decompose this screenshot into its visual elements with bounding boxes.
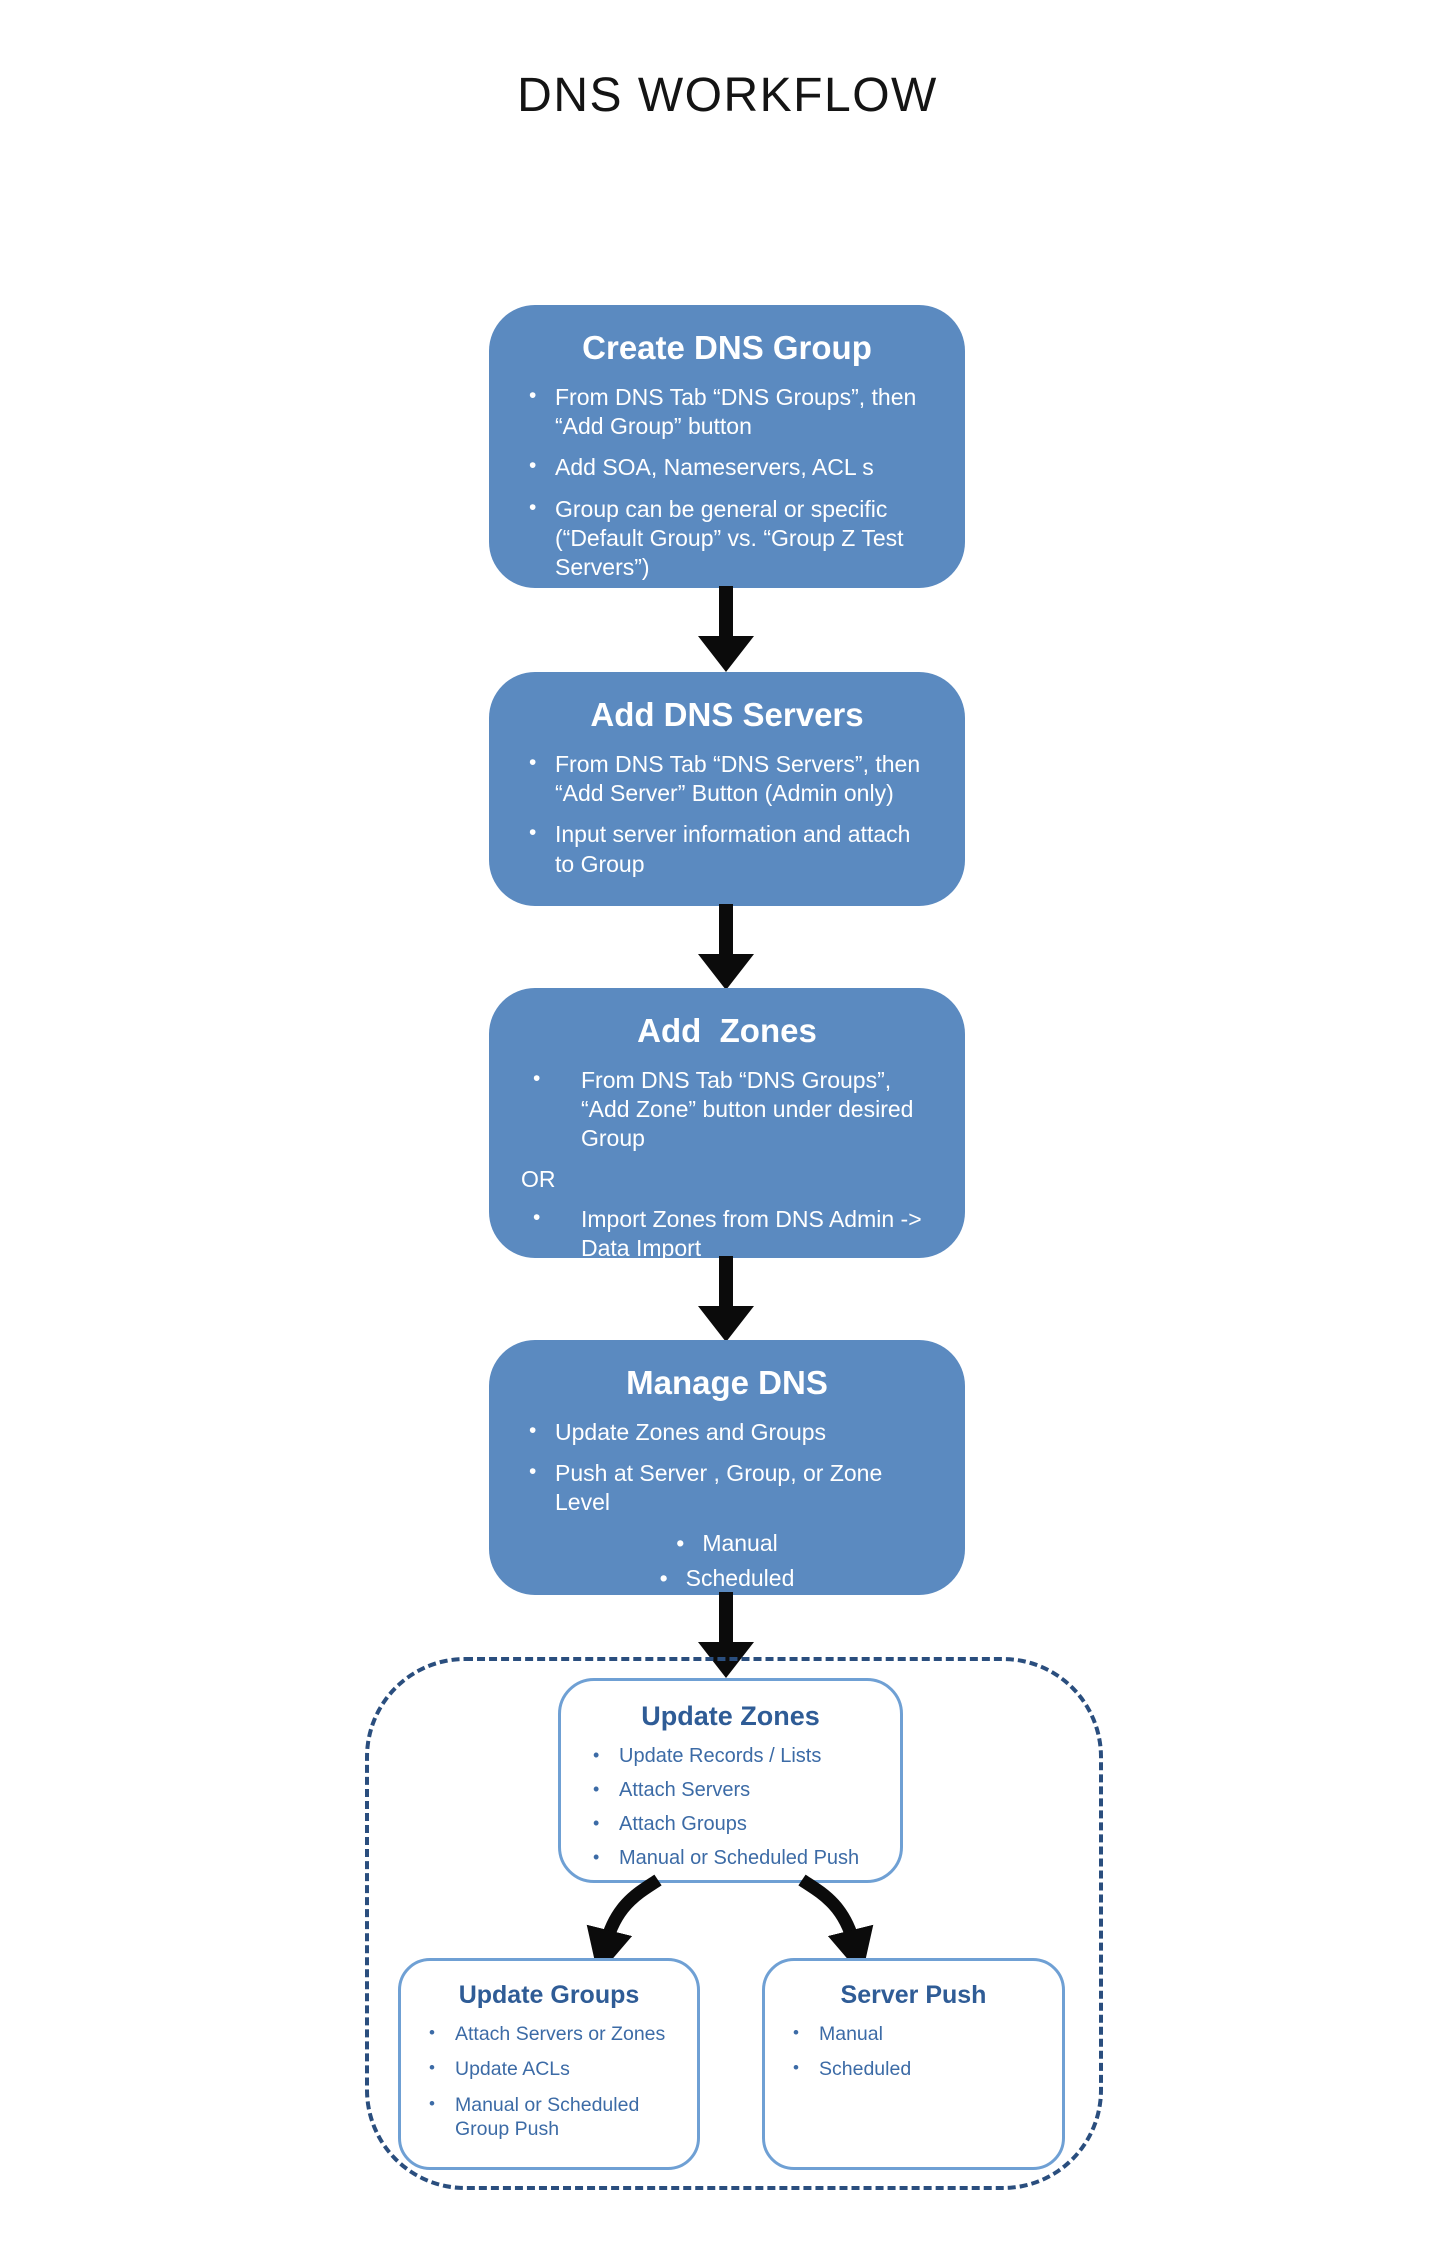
- bullet-dot: •: [676, 1529, 685, 1556]
- bullet-item: Update Zones and Groups: [525, 1418, 929, 1447]
- bullet-item: From DNS Tab “DNS Servers”, then “Add Se…: [525, 750, 929, 808]
- flow-box-title: Create DNS Group: [582, 329, 872, 366]
- bullet-list: From DNS Tab “DNS Servers”, then “Add Se…: [525, 750, 929, 879]
- bullet-item: Input server information and attach to G…: [525, 820, 929, 878]
- bullet-item: Attach Servers: [581, 1778, 880, 1803]
- flow-box-title: Add Zones: [637, 1012, 817, 1049]
- curved-arrow-right: [798, 1874, 874, 1976]
- detail-box-server-push: Server Push Manual Scheduled: [762, 1958, 1065, 2170]
- bullet-list: Manual Scheduled: [783, 2022, 1044, 2082]
- bullet-list: From DNS Tab “DNS Groups”, “Add Zone” bu…: [525, 1066, 929, 1154]
- flow-box-manage-dns: Manage DNS Update Zones and Groups Push …: [489, 1340, 965, 1595]
- sub-bullet-item: Scheduled: [685, 1564, 795, 1591]
- detail-box-title: Update Groups: [458, 1981, 640, 2009]
- flow-box-title: Add DNS Servers: [590, 696, 864, 733]
- bullet-item: Add SOA, Nameservers, ACL s: [525, 453, 929, 482]
- bullet-item: Scheduled: [783, 2057, 1044, 2081]
- bullet-item: Update ACLs: [419, 2057, 679, 2081]
- bullet-list: Attach Servers or Zones Update ACLs Manu…: [419, 2022, 679, 2142]
- flow-box-add-dns-servers: Add DNS Servers From DNS Tab “DNS Server…: [489, 672, 965, 906]
- detail-box-title: Server Push: [840, 1981, 987, 2009]
- down-arrow-icon: [698, 586, 754, 672]
- bullet-list: Update Records / Lists Attach Servers At…: [581, 1744, 880, 1871]
- bullet-item: From DNS Tab “DNS Groups”, “Add Zone” bu…: [525, 1066, 929, 1154]
- bullet-item: From DNS Tab “DNS Groups”, then “Add Gro…: [525, 383, 929, 441]
- detail-box-update-groups: Update Groups Attach Servers or Zones Up…: [398, 1958, 700, 2170]
- or-label: OR: [521, 1165, 556, 1192]
- sub-bullet-item: Manual: [702, 1529, 778, 1556]
- bullet-item: Group can be general or specific (“Defau…: [525, 495, 929, 583]
- flow-box-title: Manage DNS: [626, 1364, 828, 1401]
- bullet-dot: •: [659, 1564, 668, 1591]
- bullet-item: Manual or Scheduled Group Push: [419, 2093, 679, 2142]
- sub-bullet-line: • Manual: [525, 1530, 929, 1557]
- bullet-item: Import Zones from DNS Admin -> Data Impo…: [525, 1205, 929, 1263]
- curved-arrow-left: [586, 1874, 662, 1976]
- detail-box-update-zones: Update Zones Update Records / Lists Atta…: [558, 1678, 903, 1883]
- flow-box-create-dns-group: Create DNS Group From DNS Tab “DNS Group…: [489, 305, 965, 588]
- bullet-item: Update Records / Lists: [581, 1744, 880, 1769]
- bullet-item: Manual or Scheduled Push: [581, 1846, 880, 1871]
- detail-box-title: Update Zones: [641, 1701, 820, 1731]
- page-title: DNS WORKFLOW: [517, 69, 938, 122]
- bullet-item: Manual: [783, 2022, 1044, 2046]
- dashed-group-outline: [365, 1657, 1103, 2190]
- bullet-item: Attach Servers or Zones: [419, 2022, 679, 2046]
- bullet-list: From DNS Tab “DNS Groups”, then “Add Gro…: [525, 383, 929, 582]
- curved-arrows: [586, 1874, 874, 1976]
- down-arrow-icon: [698, 1256, 754, 1342]
- bullet-item: Push at Server , Group, or Zone Level: [525, 1459, 929, 1517]
- sub-bullet-line: • Scheduled: [525, 1565, 929, 1592]
- bullet-list: Import Zones from DNS Admin -> Data Impo…: [525, 1205, 929, 1263]
- bullet-list: Update Zones and Groups Push at Server ,…: [525, 1418, 929, 1518]
- down-arrow-icon: [698, 904, 754, 990]
- bullet-item: Attach Groups: [581, 1812, 880, 1837]
- flow-box-add-zones: Add Zones From DNS Tab “DNS Groups”, “Ad…: [489, 988, 965, 1261]
